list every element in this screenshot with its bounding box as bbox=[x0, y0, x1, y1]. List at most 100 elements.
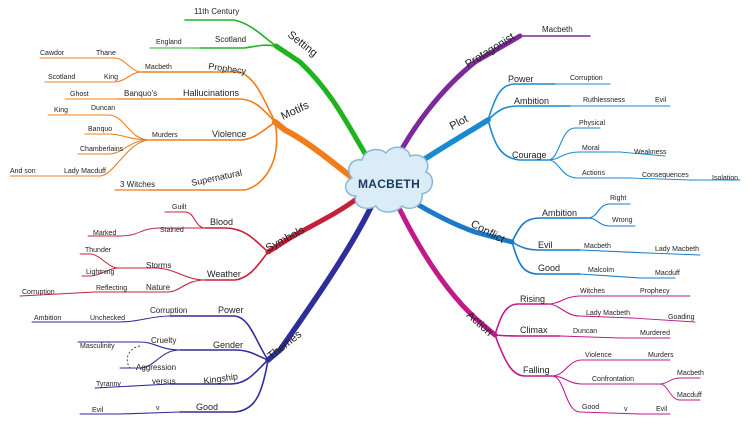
action-falling: Falling bbox=[523, 365, 550, 375]
symbols-lightning: Lightning bbox=[86, 269, 115, 276]
plot-isolation: Isolation bbox=[712, 175, 738, 182]
action-rising: Rising bbox=[520, 294, 545, 304]
motifs-duncan: Duncan bbox=[91, 105, 115, 112]
action-murders: Murders bbox=[648, 352, 674, 359]
motifs-prophecy: Prophecy bbox=[208, 61, 248, 76]
branch-setting[interactable] bbox=[149, 19, 375, 168]
action-macbeth: Macbeth bbox=[677, 370, 704, 377]
action-duncan: Duncan bbox=[573, 328, 597, 335]
conflict-macduff: Macduff bbox=[655, 270, 680, 277]
symbols-blood: Blood bbox=[210, 217, 233, 227]
motifs-king: King bbox=[104, 74, 118, 81]
symbols-stained: Stained bbox=[160, 227, 184, 234]
plot-physical: Physical bbox=[579, 120, 606, 127]
motifs-macbeth: Macbeth bbox=[145, 64, 172, 71]
conflict-evil: Evil bbox=[538, 240, 553, 250]
motifs-ghost: Ghost bbox=[70, 91, 89, 98]
symbols-corruption: Corruption bbox=[22, 289, 55, 296]
branch-action[interactable] bbox=[397, 207, 701, 415]
action-macduff: Macduff bbox=[677, 392, 702, 399]
motifs-lady-macduff: Lady Macduff bbox=[64, 168, 106, 175]
motifs-cawdor: Cawdor bbox=[40, 50, 65, 57]
motifs-banquo: Banquo bbox=[88, 126, 112, 133]
themes-gender: Gender bbox=[213, 340, 243, 350]
action-confrontation: Confrontation bbox=[592, 376, 634, 383]
branch-plot[interactable] bbox=[405, 83, 741, 181]
conflict-ambition: Ambition bbox=[542, 208, 577, 218]
plot-weakness: Weakness bbox=[634, 149, 667, 156]
action-goading: Goading bbox=[668, 314, 695, 321]
protagonist-label: Protagonist bbox=[463, 31, 517, 71]
motifs-supernatural: Supernatural bbox=[190, 167, 242, 187]
symbols-marked: Marked bbox=[93, 230, 116, 237]
setting-england: England bbox=[156, 39, 182, 46]
conflict-wrong: Wrong bbox=[612, 217, 633, 224]
symbols-nature: Nature bbox=[146, 283, 171, 292]
plot-ambition: Ambition bbox=[514, 96, 549, 106]
symbols-thunder: Thunder bbox=[85, 247, 112, 254]
conflict-malcolm: Malcolm bbox=[588, 267, 614, 274]
action-lady-macbeth: Lady Macbeth bbox=[586, 310, 630, 317]
action-good: Good bbox=[582, 404, 599, 411]
themes-power: Power bbox=[218, 305, 244, 315]
themes-v: v bbox=[156, 405, 160, 412]
motifs-chamberlains: Chamberlains bbox=[80, 146, 124, 153]
action-violence: Violence bbox=[585, 352, 612, 359]
symbols-weather: Weather bbox=[207, 269, 241, 279]
plot-evil: Evil bbox=[655, 97, 667, 104]
action-evil: Evil bbox=[656, 406, 668, 413]
motifs-hallucinations: Hallucinations bbox=[183, 88, 240, 98]
branch-symbols[interactable] bbox=[19, 195, 361, 297]
plot-actions: Actions bbox=[582, 170, 605, 177]
plot-moral: Moral bbox=[582, 145, 600, 152]
themes-ambition: Ambition bbox=[34, 315, 61, 322]
themes-masculinity: Masculinity bbox=[80, 343, 115, 350]
action-prophecy: Prophecy bbox=[640, 288, 670, 295]
themes-aggression: Aggression bbox=[136, 363, 176, 372]
conflict-right: Right bbox=[610, 195, 626, 202]
themes-tyranny: Tyranny bbox=[96, 381, 121, 388]
motifs-and-son: And son bbox=[10, 168, 36, 175]
motifs-violence: Violence bbox=[212, 129, 246, 139]
conflict-lady-macbeth: Lady Macbeth bbox=[655, 246, 699, 253]
themes-label: Themes bbox=[265, 328, 304, 362]
motifs-king-2: King bbox=[54, 107, 68, 114]
themes-good: Good bbox=[196, 402, 218, 412]
motifs-3-witches: 3 Witches bbox=[120, 180, 155, 189]
branch-themes[interactable] bbox=[31, 202, 375, 415]
symbols-storms: Storms bbox=[146, 261, 171, 270]
action-murdered: Murdered bbox=[640, 330, 670, 337]
central-title: MACBETH bbox=[358, 177, 420, 191]
setting-scotland: Scotland bbox=[215, 35, 246, 44]
symbols-reflecting: Reflecting bbox=[96, 285, 127, 292]
action-label: Action bbox=[464, 309, 495, 338]
conflict-good: Good bbox=[538, 263, 560, 273]
motifs-murders: Murders bbox=[152, 132, 178, 139]
conflict-macbeth: Macbeth bbox=[584, 243, 611, 250]
protagonist-macbeth: Macbeth bbox=[542, 25, 573, 34]
action-witches: Witches bbox=[580, 288, 605, 295]
themes-unchecked: Unchecked bbox=[90, 315, 125, 322]
motifs-banquos: Banquo's bbox=[124, 89, 157, 98]
action-climax: Climax bbox=[520, 325, 548, 335]
motifs-label: Motifs bbox=[279, 99, 311, 122]
setting-11th-century: 11th Century bbox=[194, 7, 239, 16]
symbols-label: Symbols bbox=[264, 224, 307, 255]
action-v: v bbox=[624, 406, 628, 413]
plot-consequences: Consequences bbox=[642, 172, 689, 179]
central-cloud[interactable] bbox=[344, 146, 434, 213]
themes-kingship: Kingship bbox=[203, 371, 239, 386]
symbols-guilt: Guilt bbox=[172, 204, 186, 211]
motifs-thane: Thane bbox=[96, 50, 116, 57]
branch-motifs[interactable] bbox=[9, 57, 358, 191]
plot-ruthlessness: Ruthlessness bbox=[583, 97, 626, 104]
themes-corruption: Corruption bbox=[150, 306, 187, 315]
themes-cruelty: Cruelty bbox=[151, 336, 176, 345]
themes-versus: versus bbox=[152, 377, 176, 386]
plot-power: Power bbox=[508, 74, 534, 84]
themes-evil: Evil bbox=[92, 407, 104, 414]
plot-courage: Courage bbox=[512, 150, 547, 160]
motifs-scotland: Scotland bbox=[48, 74, 75, 81]
plot-corruption: Corruption bbox=[570, 75, 603, 82]
